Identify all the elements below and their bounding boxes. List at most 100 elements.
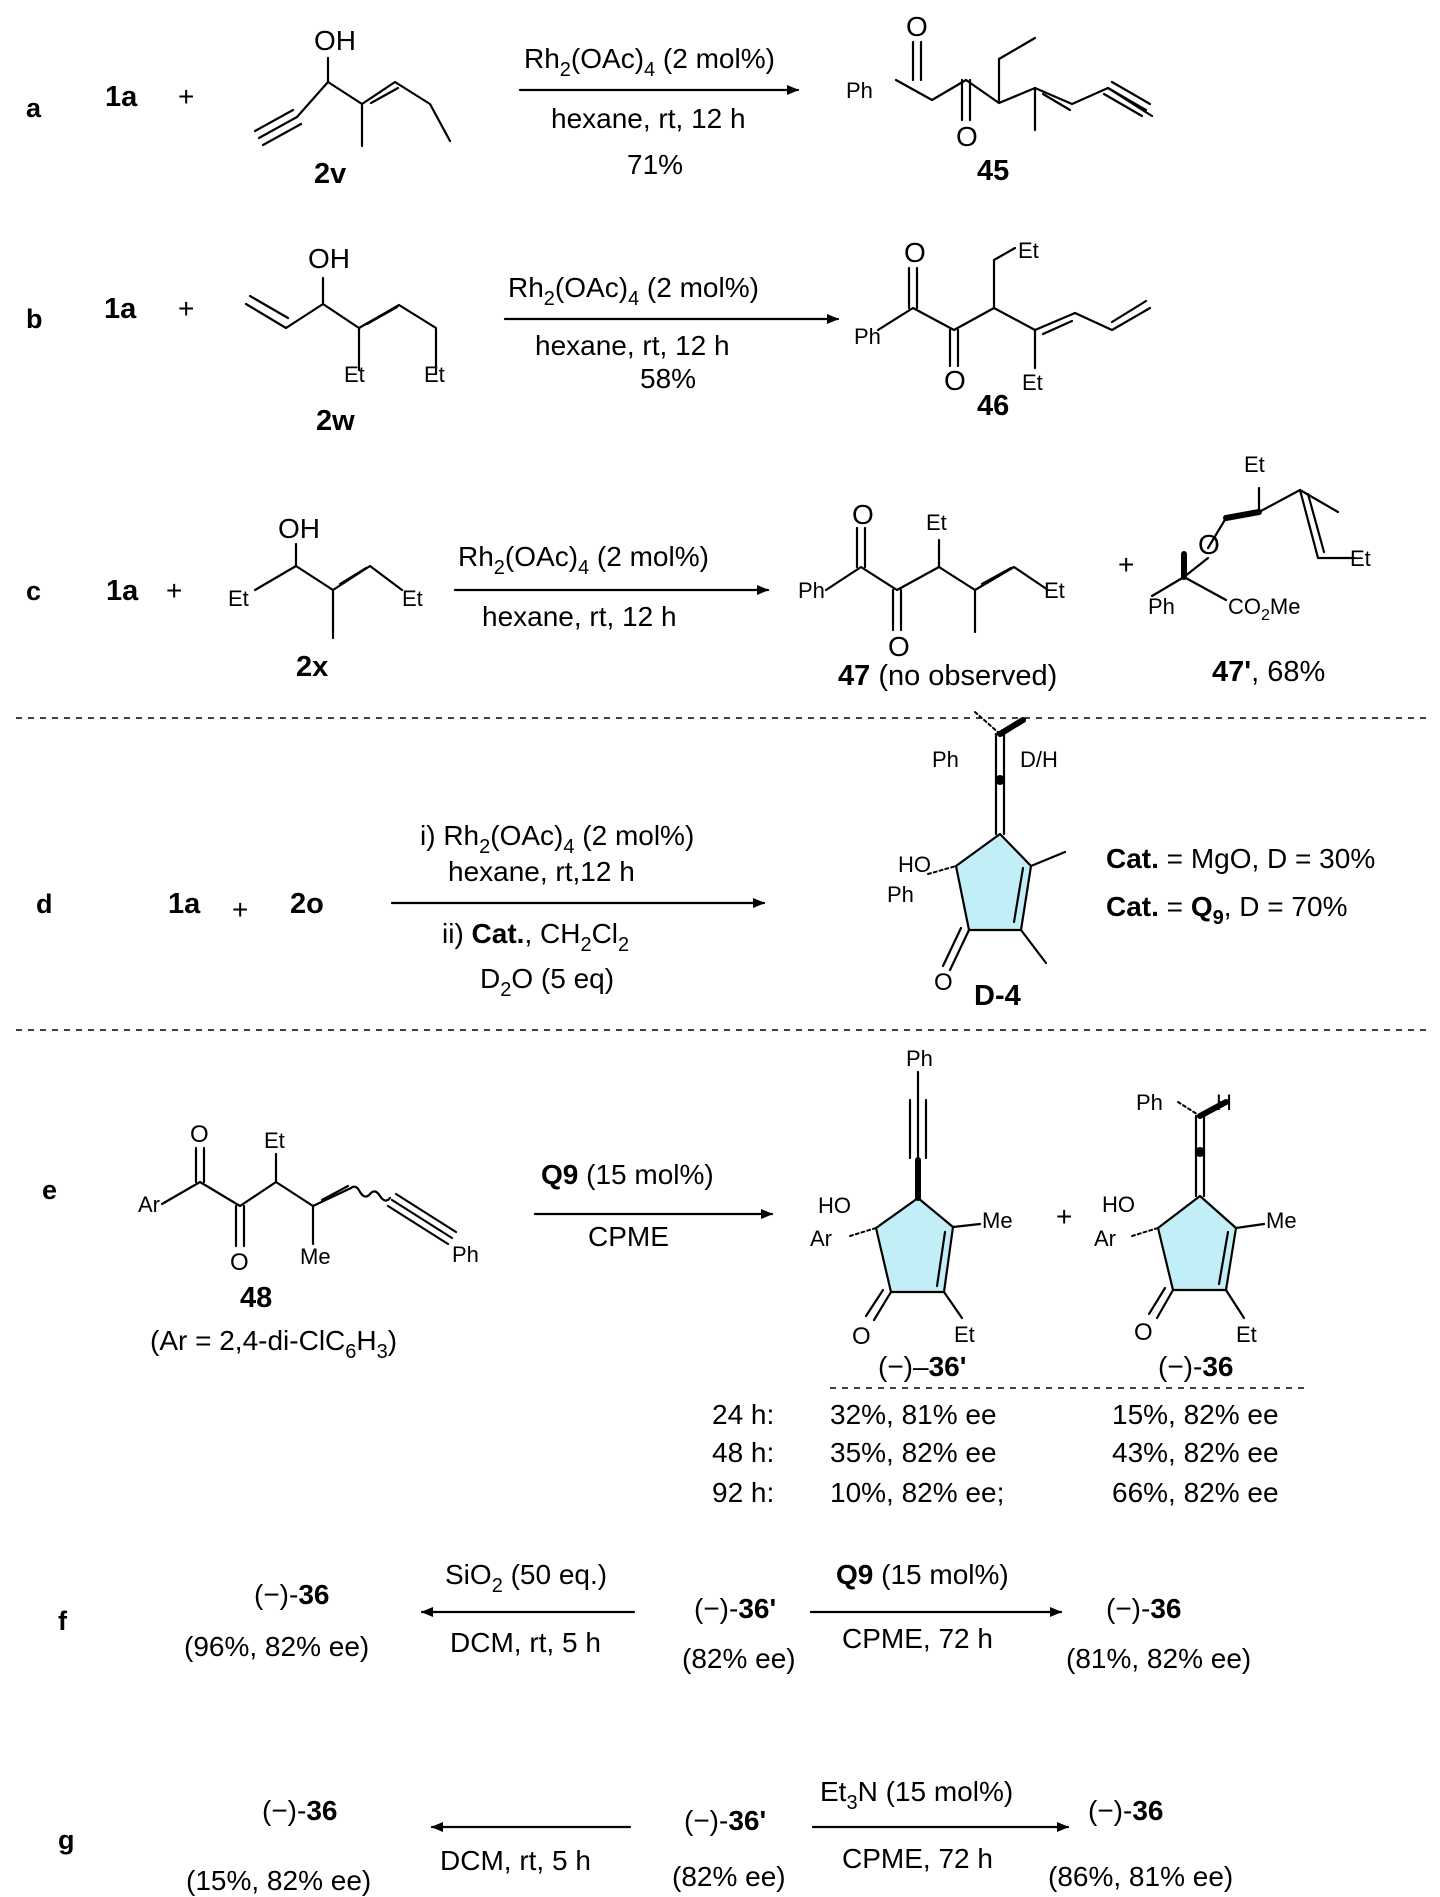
hydroxyl-label: HO: [818, 1193, 851, 1218]
time-cell: 92 h:: [712, 1477, 774, 1508]
carbonyl-o: O: [190, 1121, 209, 1148]
conditions-b-line1: Rh2(OAc)4 (2 mol%): [508, 272, 759, 310]
hash-bond: [1131, 1227, 1159, 1237]
conditions-f-right-line1: Q9 (15 mol%): [836, 1559, 1009, 1590]
compound-36prime: (−)-36': [694, 1593, 776, 1624]
compound-36: (−)-36: [254, 1579, 329, 1610]
deuterium-label: D/H: [1020, 747, 1058, 772]
result-mgo: Cat. = MgO, D = 30%: [1106, 843, 1375, 874]
compound-id-D-4: D-4: [974, 980, 1021, 1012]
ethyl-label: Et: [424, 362, 445, 387]
compound-id-45: 45: [977, 155, 1009, 187]
hash-bond: [927, 865, 957, 875]
ethyl-label: Et: [344, 362, 365, 387]
phenyl-label: Ph: [932, 747, 959, 772]
reactant-1a: 1a: [104, 293, 137, 325]
result-detail: (86%, 81% ee): [1048, 1861, 1233, 1892]
hash-bond: [849, 1227, 877, 1237]
panel-b-structures: [244, 246, 1152, 376]
aryl-label: Ar: [810, 1226, 832, 1251]
yield-cell: 35%, 82% ee: [830, 1437, 997, 1468]
ethyl-label: Et: [926, 510, 947, 535]
conditions-b-line2: hexane, rt, 12 h: [535, 330, 730, 361]
time-cell: 24 h:: [712, 1399, 774, 1430]
compound-id-2x: 2x: [296, 651, 328, 683]
yield-cell: 66%, 82% ee: [1112, 1477, 1279, 1508]
carbonyl-o: O: [1134, 1319, 1153, 1346]
plus-sign: +: [178, 293, 194, 324]
panel-c-structures: [253, 486, 1356, 640]
conditions-a-line1: Rh2(OAc)4 (2 mol%): [524, 43, 775, 81]
ethyl-label: Et: [954, 1322, 975, 1347]
ester-label: CO2Me: [1228, 594, 1300, 624]
result-q9: Cat. = Q9, D = 70%: [1106, 891, 1347, 929]
aryl-label: Ar: [1094, 1226, 1116, 1251]
conditions-c-line1: Rh2(OAc)4 (2 mol%): [458, 541, 709, 579]
conditions-e-line1: Q9 (15 mol%): [541, 1159, 714, 1190]
panel-label-e: e: [42, 1175, 57, 1205]
product-47prime-caption: 47', 68%: [1212, 656, 1325, 688]
plus-sign: +: [178, 81, 194, 112]
hydroxyl-label: HO: [898, 852, 931, 877]
carbonyl-o: O: [888, 631, 910, 662]
hydroxyl-label: HO: [1102, 1192, 1135, 1217]
conditions-f-right-line2: CPME, 72 h: [842, 1623, 993, 1654]
wedge-bond: [997, 717, 1026, 737]
phenyl-label: Ph: [854, 324, 881, 349]
hash-bond: [1177, 1101, 1201, 1117]
conditions-f-left-line1: SiO2 (50 eq.): [445, 1559, 607, 1597]
panel-label-b: b: [26, 304, 43, 334]
conditions-d-line3: ii) Cat., CH2Cl2: [442, 918, 629, 956]
compound-id-2v: 2v: [314, 158, 346, 190]
phenyl-label: Ph: [798, 578, 825, 603]
result-detail: (96%, 82% ee): [184, 1631, 369, 1662]
aryl-definition: (Ar = 2,4-di-ClC6H3): [150, 1325, 397, 1363]
ethyl-label: Et: [1244, 452, 1265, 477]
compound-id-48: 48: [240, 1282, 272, 1314]
reactant-1a: 1a: [105, 81, 138, 113]
time-cell: 48 h:: [712, 1437, 774, 1468]
carbonyl-o: O: [852, 499, 874, 530]
yield-cell: 15%, 82% ee: [1112, 1399, 1279, 1430]
hydroxyl-label: OH: [278, 513, 320, 544]
compound-36: (−)-36: [262, 1795, 337, 1826]
plus-sign: +: [232, 894, 248, 925]
panel-label-a: a: [26, 93, 42, 123]
result-detail: (81%, 82% ee): [1066, 1643, 1251, 1674]
reactant-1a: 1a: [106, 575, 139, 607]
panel-e-structures: [160, 1070, 1266, 1322]
ring-d4: [954, 832, 1033, 932]
conditions-d-line4: D2O (5 eq): [480, 963, 614, 1001]
yield-cell: 10%, 82% ee;: [830, 1477, 1004, 1508]
plus-sign: +: [166, 575, 182, 606]
plus-sign: +: [1056, 1201, 1072, 1232]
ethyl-label: Et: [1044, 578, 1065, 603]
methyl-label: Me: [300, 1244, 331, 1269]
yield-b: 58%: [640, 363, 696, 394]
conditions-c-line2: hexane, rt, 12 h: [482, 601, 677, 632]
conditions-g-right-line2: CPME, 72 h: [842, 1843, 993, 1874]
product-47-caption: 47 (no observed): [838, 660, 1057, 692]
compound-id-46: 46: [977, 390, 1009, 422]
hydroxyl-label: OH: [314, 25, 356, 56]
phenyl-label: Ph: [846, 78, 873, 103]
aryl-label: Ar: [138, 1192, 160, 1217]
conditions-f-left-line2: DCM, rt, 5 h: [450, 1627, 601, 1658]
yield-cell: 43%, 82% ee: [1112, 1437, 1279, 1468]
carbonyl-o: O: [944, 365, 966, 396]
phenyl-label: Ph: [906, 1046, 933, 1071]
reactant-1a: 1a: [168, 888, 201, 920]
conditions-g-left-line2: DCM, rt, 5 h: [440, 1845, 591, 1876]
methyl-label: Me: [982, 1208, 1013, 1233]
yield-a: 71%: [627, 149, 683, 180]
wedge-bond: [1223, 509, 1262, 521]
panel-label-g: g: [58, 1825, 75, 1855]
compound-id-2w: 2w: [316, 405, 355, 437]
conditions-d-line2: hexane, rt,12 h: [448, 856, 635, 887]
result-detail: (82% ee): [682, 1643, 796, 1674]
carbonyl-o: O: [934, 969, 953, 996]
ethyl-label: Et: [402, 586, 423, 611]
ethyl-label: Et: [1018, 238, 1039, 263]
carbonyl-o: O: [230, 1249, 249, 1276]
